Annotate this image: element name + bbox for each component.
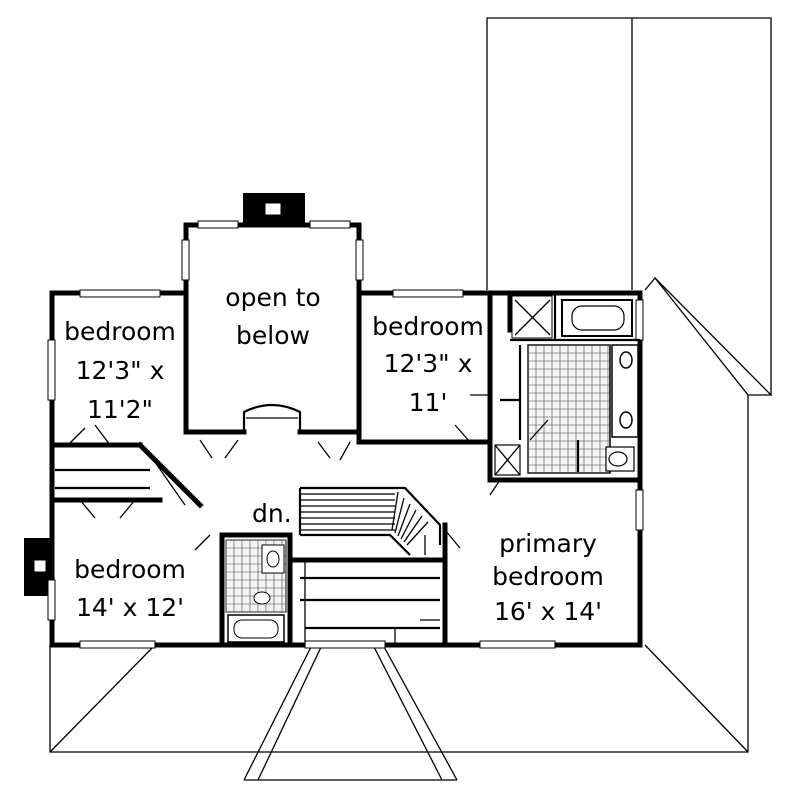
room-labels: open to below bedroom 12'3" x 11'2" bedr… (64, 283, 604, 626)
label-bedroom-sw-dim: 14' x 12' (76, 593, 184, 622)
label-bedroom-nw: bedroom (64, 317, 176, 346)
label-primary-bedroom: primary (499, 529, 597, 558)
porch-roof (49, 644, 749, 781)
label-primary-bedroom-dim: 16' x 14' (494, 597, 602, 626)
label-bedroom-nw-dim: 11'2" (87, 395, 153, 424)
windows (47, 220, 644, 649)
label-primary-bedroom: bedroom (492, 562, 604, 591)
roof-upper-right (486, 17, 773, 645)
master-bath (494, 290, 640, 476)
label-stairs-down: dn. (252, 499, 292, 528)
label-bedroom-ne-dim: 12'3" x (384, 349, 473, 378)
hall-bath (225, 539, 287, 643)
interior-walls (49, 290, 643, 648)
label-open-to-below: below (236, 321, 310, 350)
label-bedroom-sw: bedroom (74, 555, 186, 584)
label-bedroom-nw-dim: 12'3" x (76, 356, 165, 385)
doors (67, 394, 549, 551)
stairs (298, 486, 442, 556)
label-bedroom-ne: bedroom (372, 312, 484, 341)
open-to-below-walls (183, 290, 362, 445)
label-bedroom-ne-dim: 11' (409, 388, 448, 417)
label-open-to-below: open to (225, 283, 320, 312)
